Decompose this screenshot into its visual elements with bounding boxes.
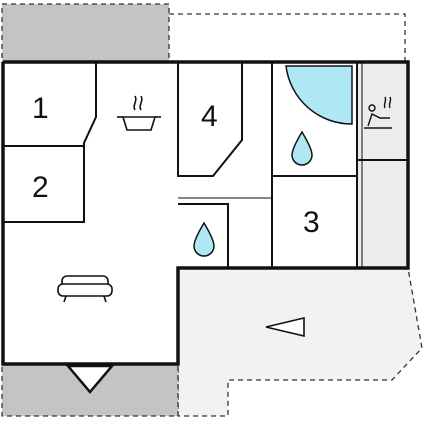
room-label-4: 4 [201,100,218,133]
wall-room2 [3,146,85,223]
water-drop-icon [193,221,215,257]
outer-wall [1,60,410,366]
wall-room4 [177,62,243,177]
bathtub [285,65,353,125]
wall-room1 [3,62,97,147]
wall-wc [178,203,229,268]
terrace-top-left [1,3,170,63]
terrace-top-right [169,13,406,62]
terrace-right [177,267,423,417]
armchair-icon [57,275,113,303]
sauna-icon [364,96,392,129]
room-label-1: 1 [32,92,49,125]
entrance-arrow-icon [265,316,305,338]
terrace-notch [65,364,115,394]
cooking-pot-icon [117,95,161,131]
room-label-2: 2 [32,171,49,204]
sauna-area [357,62,408,268]
room-label-3: 3 [303,206,320,239]
water-drop-icon [291,130,313,166]
